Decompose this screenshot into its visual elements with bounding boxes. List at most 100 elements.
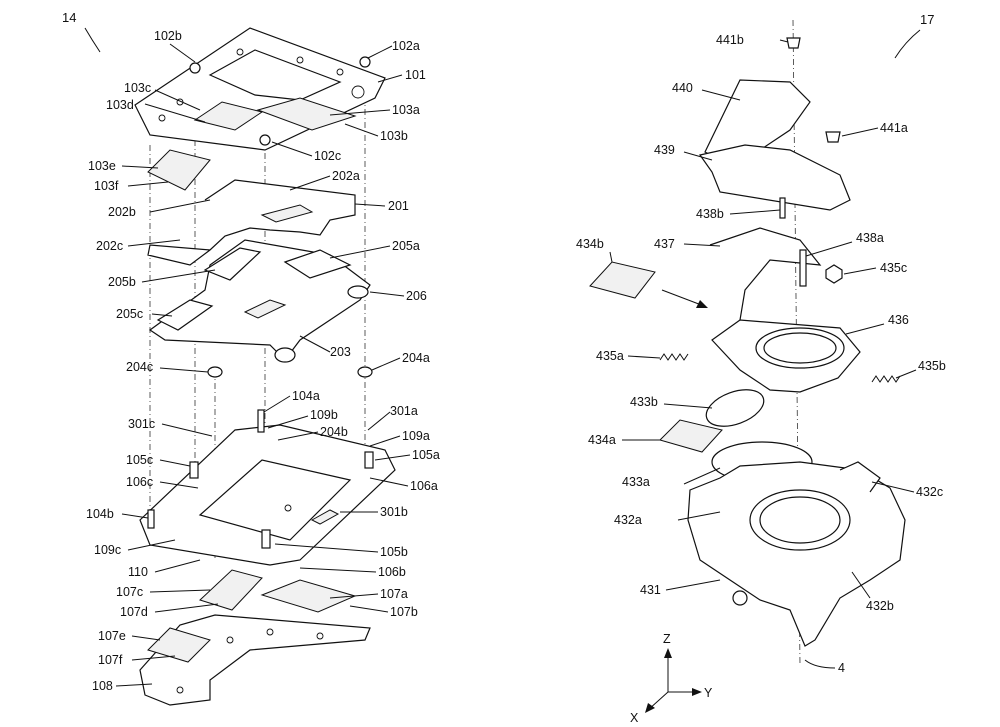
- label-109c: 109c: [94, 543, 121, 557]
- label-106b: 106b: [378, 565, 406, 579]
- axis-label-y: Y: [704, 686, 713, 700]
- leader: [377, 74, 403, 83]
- label-206: 206: [406, 289, 427, 303]
- label-204a: 204a: [402, 351, 430, 365]
- label-435c: 435c: [880, 261, 907, 275]
- label-107c: 107c: [116, 585, 143, 599]
- label-435a: 435a: [596, 349, 624, 363]
- label-103d: 103d: [106, 98, 134, 112]
- magnet-434b: [589, 261, 656, 299]
- hole: [226, 636, 234, 644]
- chip-203: [243, 299, 287, 319]
- leader: [154, 89, 201, 111]
- label-101: 101: [405, 68, 426, 82]
- label-106c: 106c: [126, 475, 153, 489]
- leader: [329, 245, 391, 259]
- label-434a: 434a: [588, 433, 616, 447]
- leader: [367, 411, 391, 431]
- label-105b: 105b: [380, 545, 408, 559]
- leader: [895, 369, 917, 379]
- axis-label-x: X: [630, 711, 639, 725]
- wall-432c: [839, 461, 881, 493]
- label-201: 201: [388, 199, 409, 213]
- leader: [169, 43, 196, 63]
- label-109b: 109b: [310, 408, 338, 422]
- leader: [369, 291, 405, 297]
- label-205b: 205b: [108, 275, 136, 289]
- magnet-107a: [260, 579, 357, 613]
- label-108: 108: [92, 679, 113, 693]
- leader: [369, 477, 409, 487]
- leader: [149, 589, 211, 593]
- leader: [121, 513, 149, 519]
- ball-204c: [207, 366, 223, 378]
- label-433b: 433b: [630, 395, 658, 409]
- hole: [336, 68, 344, 76]
- hole: [351, 85, 365, 99]
- leader: [277, 431, 319, 441]
- plate-101-window: [208, 49, 342, 101]
- arrow-head: [696, 300, 708, 308]
- magnet-107e: [147, 627, 211, 663]
- part-301b: [310, 509, 340, 525]
- label-432a: 432a: [614, 513, 642, 527]
- label-440: 440: [672, 81, 693, 95]
- spring-435b: [871, 375, 901, 383]
- label-14: 14: [62, 10, 76, 25]
- label-107e: 107e: [98, 629, 126, 643]
- leader: [609, 251, 613, 263]
- label-107b: 107b: [390, 605, 418, 619]
- label-109a: 109a: [402, 429, 430, 443]
- right-assembly: 17 441b 440 441a 439 438b 434b 437 438a …: [576, 12, 946, 725]
- leader: [131, 635, 161, 641]
- label-301a: 301a: [390, 404, 418, 418]
- hole: [176, 686, 184, 694]
- magnet-107c: [199, 569, 263, 611]
- leader: [267, 415, 309, 429]
- screw-441a: [825, 131, 841, 143]
- label-103a: 103a: [392, 103, 420, 117]
- leader: [371, 357, 401, 371]
- leader: [161, 423, 213, 437]
- label-202b: 202b: [108, 205, 136, 219]
- leader: [374, 454, 411, 461]
- label-432c: 432c: [916, 485, 943, 499]
- label-438a: 438a: [856, 231, 884, 245]
- screw-102c: [259, 134, 271, 146]
- label-435b: 435b: [918, 359, 946, 373]
- label-432b: 432b: [866, 599, 894, 613]
- nut-435c: [825, 264, 843, 284]
- label-107a: 107a: [380, 587, 408, 601]
- leader: [344, 123, 379, 137]
- label-110: 110: [128, 565, 148, 579]
- screw-102a: [359, 56, 371, 68]
- label-104a: 104a: [292, 389, 320, 403]
- label-103f: 103f: [94, 179, 119, 193]
- leader: [701, 89, 741, 101]
- label-437: 437: [654, 237, 675, 251]
- post-105a: [364, 451, 374, 469]
- coordinate-axes: Z Y X: [630, 632, 713, 725]
- label-441b: 441b: [716, 33, 744, 47]
- label-301c: 301c: [128, 417, 155, 431]
- post-105c: [189, 461, 199, 479]
- label-202a: 202a: [332, 169, 360, 183]
- label-438b: 438b: [696, 207, 724, 221]
- magnet-434a: [659, 419, 723, 453]
- leader: [843, 267, 877, 275]
- label-439: 439: [654, 143, 675, 157]
- hole-301b: [284, 504, 292, 512]
- label-103b: 103b: [380, 129, 408, 143]
- leader: [871, 481, 915, 493]
- label-107d: 107d: [120, 605, 148, 619]
- leader: [151, 313, 173, 317]
- leader: [841, 127, 879, 137]
- leader: [159, 367, 209, 373]
- plate-108: [139, 614, 371, 706]
- leader: [274, 543, 379, 553]
- leader: [349, 605, 389, 613]
- label-301b: 301b: [380, 505, 408, 519]
- screw-102b: [189, 62, 201, 74]
- label-103c: 103c: [124, 81, 151, 95]
